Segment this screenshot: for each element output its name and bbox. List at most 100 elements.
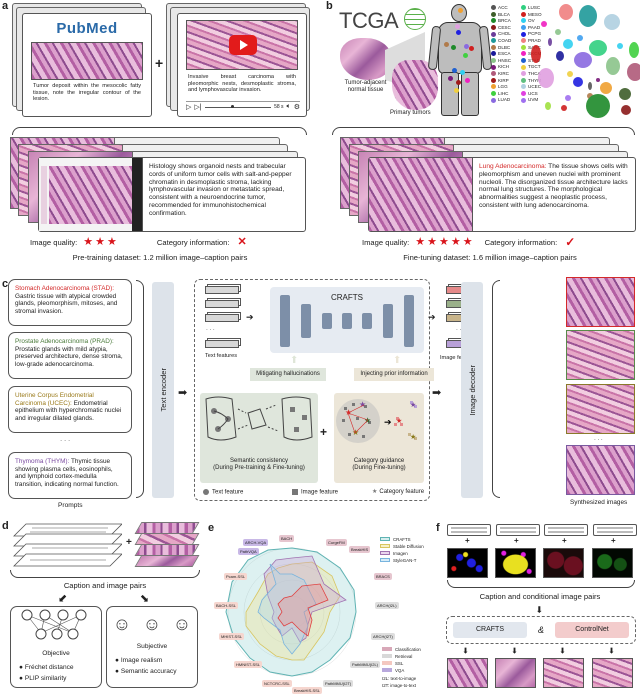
mitigating-hallucinations-tab: Mitigating hallucinations <box>250 368 326 381</box>
prompt-body-prad: Prostatic glands with mild atypia, prese… <box>15 345 123 368</box>
legend-item: UVM <box>521 97 549 104</box>
injecting-prior-tab: Injecting prior information <box>354 368 434 381</box>
check-icon: ✓ <box>565 235 576 249</box>
arrow-down-icon: ➡ <box>534 605 545 614</box>
unet-layer <box>404 295 414 347</box>
crafts-model-box: CRAFTS <box>270 287 424 353</box>
volume-icon[interactable]: 🔈︎ <box>286 103 291 110</box>
arrow-down-left-icon: ➡ <box>54 590 70 606</box>
prompt-body-ucec: Endometrial epithelium with hyperchromat… <box>15 399 122 422</box>
subjective-label: Subjective <box>136 643 168 650</box>
legend-item: Retrieval <box>382 653 421 660</box>
radar-model-legend: CRAFTS Stable Diffusion Imagen StyleGAN-… <box>380 536 424 564</box>
category-info-label-a: Category information: <box>156 238 230 247</box>
brace-a <box>12 127 307 135</box>
axis-label-breakhis-ssl: BreakHIS-SSL <box>292 687 323 694</box>
lung-caption-title: Lung Adenocarcinoma: <box>479 163 547 170</box>
crafts-framework-box <box>194 279 430 501</box>
star-icon: ★ <box>372 489 378 495</box>
legend-item: BLCA <box>491 12 519 19</box>
play-icon[interactable]: ▷ <box>186 104 192 111</box>
legend-item: PCPG <box>521 31 549 38</box>
legend-image-feature: Image feature <box>292 489 338 496</box>
brace-f <box>447 580 635 588</box>
objective-item: ● Fréchet distance <box>19 663 74 671</box>
legend-item: COAD <box>491 38 519 45</box>
arrow-right-icon: ➡ <box>178 387 188 399</box>
settings-gear-icon[interactable]: ⚙︎ <box>293 104 300 111</box>
text-feature-block <box>205 300 239 308</box>
generated-image-1 <box>447 658 488 688</box>
legend-item: PRAD <box>521 38 549 45</box>
prompts-brace <box>136 280 144 498</box>
axis-label-nctcrc-ssl: NCTCRC-SSL <box>262 680 292 687</box>
caption-doc <box>544 524 588 536</box>
controlnet-chip: ControlNet <box>554 622 629 638</box>
axis-label-mhist-ssl: MHIST-SSL <box>219 633 245 640</box>
tcga-legend-left: ACC BLCA BRCA CESC CHOL COAD DLBC ESCA H… <box>491 5 519 104</box>
panel-a-label: a <box>2 0 9 12</box>
synth-image-ucec <box>566 384 635 434</box>
svg-text:★: ★ <box>359 400 366 409</box>
synth-image-prad <box>566 330 635 380</box>
legend-item: LUSC <box>521 5 549 12</box>
lung-caption: Lung Adenocarcinoma: The tissue shows ce… <box>473 158 635 231</box>
generated-image-4 <box>592 658 633 688</box>
image-quality-label-a: Image quality: <box>30 238 78 247</box>
legend-item: HNSC <box>491 58 519 65</box>
axis-label-pcam-ssl: Pcam-SSL <box>224 573 248 580</box>
video-caption: Invasive breast carcinoma with pleomorph… <box>188 74 296 94</box>
caption-doc <box>496 524 540 536</box>
human-body-silhouette <box>427 4 493 116</box>
image-stack <box>134 522 200 568</box>
image-quality-label-b: Image quality: <box>362 238 410 247</box>
category-cluster-diagram: ★★★★ ➔ ★ ★ ★ <box>336 399 417 443</box>
plus-icon: + <box>320 425 328 439</box>
axis-label-bach: BACH <box>279 535 295 542</box>
objective-card: Objective ● Fréchet distance ● PLIP simi… <box>10 606 102 688</box>
prompt-title-thym: Thymoma (THYM): <box>15 458 70 465</box>
svg-text:★: ★ <box>410 401 416 409</box>
legend-item: UCEC <box>521 84 549 91</box>
pubmed-logo: PubMed <box>56 20 118 37</box>
semantic-consistency-panel: Semantic consistency (During Pre-trainin… <box>200 393 318 483</box>
arrow-right-icon: ➡ <box>432 387 442 399</box>
prompt-card-stad: Stomach Adenocarcinoma (STAD): Gastric t… <box>8 279 132 326</box>
person-icon: ☺ <box>142 614 162 634</box>
video-progress-slider[interactable] <box>204 105 272 108</box>
condition-mask-1 <box>447 548 488 578</box>
generated-image-3 <box>543 658 584 688</box>
legend-note: I2T: image-to-text <box>382 683 416 688</box>
panel-d-label: d <box>2 520 9 532</box>
condition-mask-3 <box>543 548 584 578</box>
objective-item: ● PLIP similarity <box>19 674 67 682</box>
tsne-cluster-plot <box>531 4 640 118</box>
plus-icon: + <box>562 536 567 545</box>
text-feature-block <box>205 340 239 348</box>
crafts-chip: CRAFTS <box>453 622 527 638</box>
model-comparison-box: CRAFTS & ControlNet <box>446 616 636 644</box>
neural-network-icon <box>21 609 87 640</box>
panel-c-label: c <box>2 278 9 290</box>
axis-label-arch-vqa: ARCH-VQA <box>243 539 269 546</box>
next-icon[interactable]: ▷| <box>194 104 202 111</box>
axis-label-pathmmu-i2l: PathMMU(I2L) <box>350 661 381 668</box>
legend-item: VQA <box>382 667 421 674</box>
arrow-down-icon: ➡ <box>509 647 519 654</box>
synth-image-thym <box>566 445 635 495</box>
prompt-card-thym: Thymoma (THYM): Thymic tissue showing pl… <box>8 452 132 499</box>
image-decoder-label: Image decoder <box>467 364 477 416</box>
caption-doc <box>593 524 637 536</box>
caption-image-pairs-label: Caption and image pairs <box>63 581 147 590</box>
conditional-pairs-label: Caption and conditional image pairs <box>479 592 601 601</box>
semantic-consistency-label: Semantic consistency <box>229 458 289 464</box>
legend-item: BRCA <box>491 18 519 25</box>
prompt-body-thym: Thymic tissue showing plasma cells, eosi… <box>15 458 119 488</box>
legend-item: TGCT <box>521 64 549 71</box>
normal-tissue-label: Tumor-adjacent normal tissue <box>344 80 387 93</box>
arrow-down-icon: ➡ <box>460 647 470 654</box>
svg-text:★: ★ <box>396 417 402 425</box>
plus-icon: + <box>155 55 164 71</box>
youtube-play-button[interactable] <box>229 35 257 55</box>
quality-stars-b: ★★★★★ <box>415 236 475 248</box>
